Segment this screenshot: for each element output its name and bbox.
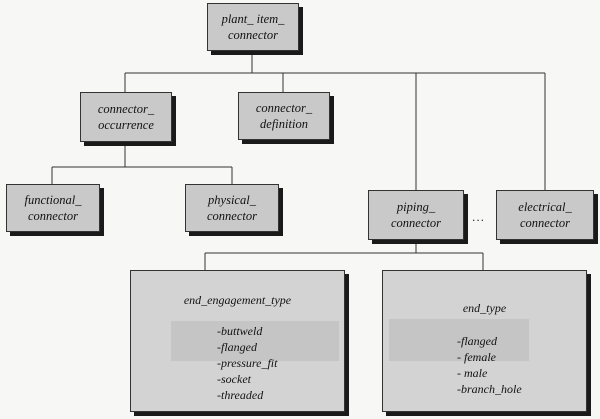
list-item: -buttweld xyxy=(217,324,263,338)
end-engagement-type-list: -buttweld -flanged -pressure_fit -socket… xyxy=(217,323,277,403)
plant-item-connector-line1: plant_ item_ xyxy=(221,12,285,26)
end-type-band xyxy=(389,319,529,361)
list-item: -flanged xyxy=(217,340,257,354)
list-item: - female xyxy=(457,350,496,364)
list-item: -branch_hole xyxy=(457,382,522,396)
physical-connector-box: physical_ connector xyxy=(185,184,279,232)
functional-connector-line1: functional_ xyxy=(24,193,82,207)
physical-connector-line1: physical_ xyxy=(208,193,256,207)
list-item: -socket xyxy=(217,372,251,386)
connector-definition-line2: definition xyxy=(260,117,308,131)
electrical-connector-box: electrical_ connector xyxy=(496,190,594,240)
end-engagement-type-band xyxy=(171,321,339,361)
physical-connector-line2: connector xyxy=(207,209,257,223)
connector-occurrence-line2: occurrence xyxy=(98,118,154,132)
list-item: -threaded xyxy=(217,388,264,402)
connector-definition-box: connector_ definition xyxy=(238,92,330,140)
connector-occurrence-line1: connector_ xyxy=(97,102,155,116)
list-item: -flanged xyxy=(457,334,497,348)
piping-connector-line2: connector xyxy=(391,216,441,230)
end-type-box: end_type -flanged - female - male -branc… xyxy=(382,270,587,412)
end-engagement-type-title: end_engagement_type xyxy=(183,293,292,307)
piping-connector-line1: piping_ xyxy=(396,200,436,214)
end-engagement-type-box: end_engagement_type -buttweld -flanged -… xyxy=(130,270,345,412)
plant-item-connector-box: plant_ item_ connector xyxy=(207,3,299,51)
end-type-title: end_type xyxy=(462,301,507,315)
piping-connector-box: piping_ connector xyxy=(368,190,464,240)
electrical-connector-line2: connector xyxy=(520,216,570,230)
list-item: -pressure_fit xyxy=(217,356,278,370)
list-item: - male xyxy=(457,366,488,380)
functional-connector-box: functional_ connector xyxy=(6,184,100,232)
functional-connector-line2: connector xyxy=(28,209,78,223)
plant-item-connector-line2: connector xyxy=(228,28,278,42)
connector-definition-line1: connector_ xyxy=(255,101,313,115)
end-type-list: -flanged - female - male -branch_hole xyxy=(457,333,522,397)
connector-occurrence-box: connector_ occurrence xyxy=(80,92,172,142)
electrical-connector-line1: electrical_ xyxy=(518,200,572,214)
ellipsis-more-siblings: ... xyxy=(472,210,486,224)
